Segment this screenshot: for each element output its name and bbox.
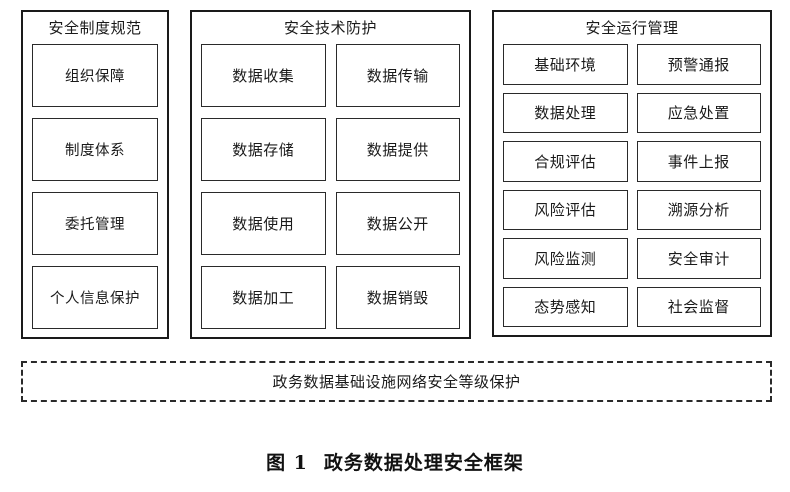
cell-security-audit[interactable]: 安全审计 <box>636 238 761 279</box>
panel-body-security-operation-management: 基础环境 预警通报 数据处理 应急处置 合规评估 事件上报 风险评估 溯源分析 … <box>494 44 770 335</box>
box-row: 个人信息保护 <box>32 266 158 329</box>
cell-data-collection[interactable]: 数据收集 <box>201 44 326 107</box>
box-row: 风险评估 溯源分析 <box>503 189 761 230</box>
box-row: 数据存储 数据提供 <box>201 118 460 181</box>
box-row: 风险监测 安全审计 <box>503 238 761 279</box>
security-framework-diagram: 安全制度规范 组织保障 制度体系 委托管理 个人信息保护 安全技术防护 数据收集… <box>21 10 772 340</box>
box-row: 基础环境 预警通报 <box>503 44 761 85</box>
box-row: 数据使用 数据公开 <box>201 192 460 255</box>
cell-risk-assessment[interactable]: 风险评估 <box>503 189 628 230</box>
box-row: 委托管理 <box>32 192 158 255</box>
panel-security-system-norms: 安全制度规范 组织保障 制度体系 委托管理 个人信息保护 <box>21 10 169 339</box>
cell-data-handling[interactable]: 数据处理 <box>503 92 628 133</box>
panel-body-security-technical-protection: 数据收集 数据传输 数据存储 数据提供 数据使用 数据公开 数据加工 数据销毁 <box>192 44 469 337</box>
cell-personal-information-protection[interactable]: 个人信息保护 <box>32 266 158 329</box>
box-row: 数据处理 应急处置 <box>503 92 761 133</box>
panel-security-operation-management: 安全运行管理 基础环境 预警通报 数据处理 应急处置 合规评估 事件上报 风险评… <box>492 10 772 337</box>
cell-entrusted-management[interactable]: 委托管理 <box>32 192 158 255</box>
cell-incident-reporting[interactable]: 事件上报 <box>636 141 761 182</box>
cell-compliance-assessment[interactable]: 合规评估 <box>503 141 628 182</box>
box-row: 数据加工 数据销毁 <box>201 266 460 329</box>
box-row: 数据收集 数据传输 <box>201 44 460 107</box>
panel-body-security-system-norms: 组织保障 制度体系 委托管理 个人信息保护 <box>23 44 167 337</box>
cell-data-transmission[interactable]: 数据传输 <box>335 44 460 107</box>
panel-title-security-operation-management: 安全运行管理 <box>585 19 679 37</box>
cell-risk-monitoring[interactable]: 风险监测 <box>503 238 628 279</box>
cell-data-usage[interactable]: 数据使用 <box>201 192 326 255</box>
cell-data-processing[interactable]: 数据加工 <box>201 266 326 329</box>
cell-traceability-analysis[interactable]: 溯源分析 <box>636 189 761 230</box>
cell-early-warning-notification[interactable]: 预警通报 <box>636 44 761 85</box>
cell-data-storage[interactable]: 数据存储 <box>201 118 326 181</box>
cell-data-disclosure[interactable]: 数据公开 <box>335 192 460 255</box>
cell-organizational-guarantee[interactable]: 组织保障 <box>32 44 158 107</box>
cell-data-destruction[interactable]: 数据销毁 <box>335 266 460 329</box>
foundation-layer-box: 政务数据基础设施网络安全等级保护 <box>21 361 772 402</box>
figure-caption: 图 1 政务数据处理安全框架 <box>0 448 790 475</box>
cell-data-provision[interactable]: 数据提供 <box>335 118 460 181</box>
cell-situation-awareness[interactable]: 态势感知 <box>503 286 628 327</box>
box-row: 制度体系 <box>32 118 158 181</box>
figure-caption-title: 政务数据处理安全框架 <box>323 452 524 474</box>
panel-security-technical-protection: 安全技术防护 数据收集 数据传输 数据存储 数据提供 数据使用 数据公开 数据加… <box>190 10 471 339</box>
box-row: 合规评估 事件上报 <box>503 141 761 182</box>
panel-title-security-technical-protection: 安全技术防护 <box>283 19 377 37</box>
cell-institutional-system[interactable]: 制度体系 <box>32 118 158 181</box>
panel-title-security-system-norms: 安全制度规范 <box>48 19 142 37</box>
cell-social-supervision[interactable]: 社会监督 <box>636 286 761 327</box>
box-row: 态势感知 社会监督 <box>503 286 761 327</box>
cell-basic-environment[interactable]: 基础环境 <box>503 44 628 85</box>
figure-caption-number: 图 1 <box>266 452 308 474</box>
cell-emergency-response[interactable]: 应急处置 <box>636 92 761 133</box>
foundation-layer-label: 政务数据基础设施网络安全等级保护 <box>272 373 521 391</box>
box-row: 组织保障 <box>32 44 158 107</box>
